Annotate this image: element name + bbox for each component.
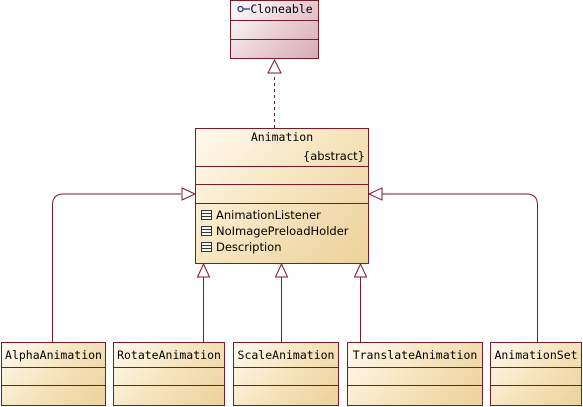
inner-class-label: NoImagePreloadHolder xyxy=(216,224,349,238)
inner-class-description[interactable]: Description xyxy=(201,240,282,254)
generalization-arrowhead-left xyxy=(181,187,197,201)
abstract-stereotype: {abstract} xyxy=(302,149,365,163)
class-animation[interactable]: Animation {abstract} AnimationListener N… xyxy=(195,128,369,264)
class-scaleanimation[interactable]: ScaleAnimation xyxy=(233,342,339,406)
generalization-arrowhead-translate xyxy=(353,262,368,278)
generalization-arrowhead-right xyxy=(367,187,383,201)
attributes-section xyxy=(491,367,581,368)
class-name: TranslateAnimation xyxy=(352,348,478,362)
inner-class-animationlistener[interactable]: AnimationListener xyxy=(201,208,321,222)
inner-class-icon xyxy=(201,242,212,252)
attributes-section xyxy=(234,367,338,368)
class-name: RotateAnimation xyxy=(117,348,221,362)
attributes-section xyxy=(114,367,224,368)
generalization-line-animationset xyxy=(382,193,538,342)
class-name: Animation xyxy=(250,130,314,144)
inner-classes-section xyxy=(196,203,368,204)
operations-section xyxy=(196,184,368,185)
attributes-section xyxy=(196,166,368,167)
inner-class-icon xyxy=(201,226,212,236)
inner-class-noimagepreloadholder[interactable]: NoImagePreloadHolder xyxy=(201,224,349,238)
operations-section xyxy=(2,385,105,386)
attributes-section xyxy=(2,367,105,368)
operations-section xyxy=(234,385,338,386)
generalization-arrowhead-rotate xyxy=(196,262,211,278)
inner-class-label: Description xyxy=(216,240,282,254)
realization-arrowhead xyxy=(267,58,282,74)
generalization-arrowhead-scale xyxy=(274,262,289,278)
class-name: AlphaAnimation xyxy=(5,348,102,362)
attributes-section xyxy=(348,367,482,368)
class-alphaanimation[interactable]: AlphaAnimation xyxy=(1,342,106,406)
inner-class-icon xyxy=(201,210,212,220)
interface-cloneable[interactable]: Cloneable xyxy=(230,0,319,59)
operations-section xyxy=(348,385,482,386)
interface-operations-section xyxy=(231,39,318,40)
class-name: ScaleAnimation xyxy=(237,348,335,362)
operations-section xyxy=(114,385,224,386)
interface-icon xyxy=(237,5,250,13)
class-name: AnimationSet xyxy=(494,348,578,362)
interface-name: Cloneable xyxy=(250,2,313,16)
class-translateanimation[interactable]: TranslateAnimation xyxy=(347,342,483,406)
operations-section xyxy=(491,385,581,386)
inner-class-label: AnimationListener xyxy=(216,208,321,222)
class-animationset[interactable]: AnimationSet xyxy=(490,342,582,406)
class-rotateanimation[interactable]: RotateAnimation xyxy=(113,342,225,406)
generalization-line-alpha xyxy=(52,193,181,342)
interface-attributes-section xyxy=(231,20,318,21)
